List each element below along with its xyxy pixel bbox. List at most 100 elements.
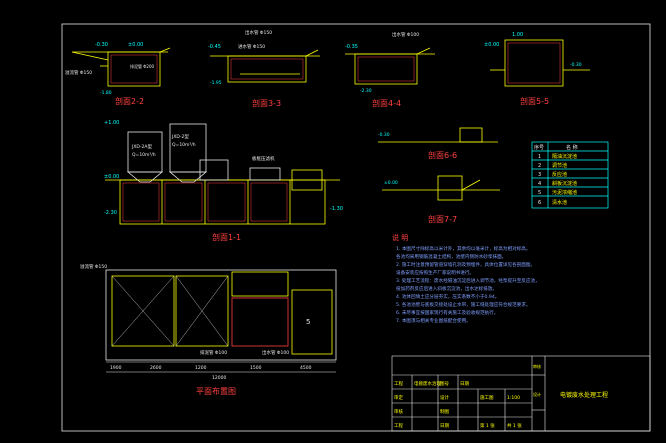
section-7-7 — [382, 175, 500, 201]
legend-item-4: 斜板沉淀池 — [552, 180, 577, 187]
elev-1-1-a: +1.00 — [104, 120, 119, 126]
pipe-label-2-2b: 排泥管 Φ200 — [130, 63, 155, 69]
label-section-1-1: 剖面1-1 — [212, 232, 241, 242]
label-section-2-2: 剖面2-2 — [115, 96, 144, 106]
elev-2-2-a: -0.30 — [95, 42, 108, 48]
label-section-6-6: 剖面6-6 — [428, 150, 457, 160]
elev-2-2-b: ±0.00 — [128, 42, 143, 48]
tb-r3-c1: 审核 — [394, 408, 403, 415]
label-plan: 平面布置图 — [196, 386, 236, 396]
drawing-frame — [61, 23, 651, 432]
legend-item-1: 隔油沉淀池 — [552, 153, 577, 160]
note-line: 2. 施工时注意预留管道穿墙孔洞及预埋件，具体位置详见各剖面图。 — [396, 261, 535, 268]
tb-scale: 1:100 — [507, 395, 520, 401]
tank2-label: JXD-2型 — [171, 133, 189, 140]
note-line: 7. 本图须与相关专业图纸配合使用。 — [396, 317, 471, 324]
dim-4: 1500 — [250, 365, 262, 371]
label-section-5-5: 剖面5-5 — [520, 96, 549, 106]
dim-1: 1900 — [110, 365, 122, 371]
note-line: 4. 池体回填土应分层夯实，压实系数不小于0.94。 — [396, 293, 499, 300]
tb-label-a: 审核 — [533, 363, 541, 369]
tb-r3-c3: 制图 — [440, 408, 449, 415]
label-section-4-4: 剖面4-4 — [372, 98, 401, 108]
plan-pipe-label-c: 出水管 Φ100 — [262, 349, 289, 356]
pipe-label-3-3b: 进水管 Φ150 — [238, 43, 265, 50]
legend-no-1: 1 — [538, 154, 541, 160]
plan-layout — [105, 269, 337, 373]
legend-item-2: 调节池 — [552, 162, 567, 169]
tb-r1-c3: 图号 — [440, 381, 449, 387]
section-6-6 — [378, 127, 498, 143]
elev-3-3-b: -1.95 — [210, 80, 222, 86]
tb-total: 共 1 张 — [507, 422, 522, 429]
elev-1-1-c: -2.30 — [104, 210, 117, 216]
section-5-5 — [490, 39, 590, 87]
plan-pipe-label-a: 溢流管 Φ150 — [80, 263, 107, 270]
elev-7-7: ±0.00 — [384, 180, 398, 186]
tb-r1-c5: 日期 — [460, 381, 469, 387]
legend-no-2: 2 — [538, 163, 541, 169]
elev-4-4-a: -0.35 — [345, 44, 358, 50]
elev-1-1-d: -1.30 — [330, 206, 343, 212]
legend-item-3: 反应池 — [552, 171, 567, 178]
tb-r1-c1: 工程 — [394, 380, 403, 387]
notes-title: 说 明 — [392, 233, 408, 242]
note-line: 6. 未尽事宜按国家现行有关施工及验收规范执行。 — [396, 309, 498, 316]
elev-4-4-b: -2.30 — [360, 88, 372, 94]
dim-2: 2600 — [150, 365, 162, 371]
note-line: 设备安装应按照生产厂家说明书进行。 — [396, 269, 474, 276]
section-2-2 — [71, 47, 171, 87]
elev-5-5-b: ±0.00 — [484, 42, 499, 48]
legend-no-5: 5 — [538, 190, 541, 196]
tank1-cap: Q=10m³/h — [132, 152, 156, 158]
tb-stage: 施工图 — [480, 394, 494, 401]
pipe-label-4-4: 出水管 Φ100 — [392, 31, 419, 38]
legend-no-3: 3 — [538, 172, 541, 178]
plan-pipe-label-b: 排泥管 Φ100 — [200, 349, 227, 356]
note-line: 投加药剂反应后进入斜板沉淀池，出水达标排放。 — [396, 285, 497, 292]
notes-block: 1. 本图尺寸除标高以米计外，其余均以毫米计，标高为相对标高。 各池均采用钢筋混… — [396, 245, 540, 324]
tb-r2-c1: 审定 — [394, 394, 403, 401]
tb-label-b: 设计 — [533, 391, 541, 397]
dim-3: 1200 — [195, 365, 207, 371]
plan-tank-5: 5 — [306, 318, 310, 326]
legend-item-5: 污泥浓缩池 — [552, 189, 577, 196]
legend-table — [531, 141, 609, 209]
tb-r4-c1: 工程 — [394, 422, 403, 429]
pipe-label-2-2: 溢流管 Φ150 — [65, 69, 92, 76]
tb-sheet: 第 1 张 — [480, 422, 495, 429]
legend-header-no: 序号 — [534, 144, 544, 151]
elev-3-3-a: -0.45 — [208, 44, 221, 50]
legend-header-name: 名 称 — [566, 144, 578, 151]
tb-project-name: 电镀废水处理工程 — [560, 391, 608, 399]
elev-6-6: -0.30 — [378, 132, 390, 138]
note-line: 1. 本图尺寸除标高以米计外，其余均以毫米计，标高为相对标高。 — [396, 245, 530, 252]
tb-r2-c3: 设计 — [440, 394, 449, 401]
tank1-label: JXD-2A型 — [131, 143, 152, 150]
legend-item-6: 清水池 — [552, 199, 567, 206]
dim-total: 12000 — [212, 375, 226, 381]
label-section-3-3: 剖面3-3 — [252, 98, 281, 108]
filter-press-label: 板框压滤机 — [252, 155, 275, 162]
elev-5-5-c: -0.30 — [570, 62, 582, 68]
pipe-label-3-3a: 出水管 Φ150 — [245, 29, 272, 36]
legend-no-6: 6 — [538, 200, 541, 206]
label-section-7-7: 剖面7-7 — [428, 214, 457, 224]
elev-2-2-c: -1.80 — [100, 90, 112, 96]
section-4-4 — [345, 47, 435, 85]
note-line: 5. 各池池壁与底板交接处设止水带，施工缝处理应符合规范要求。 — [396, 301, 530, 308]
title-block — [391, 355, 651, 432]
dim-5: 4500 — [300, 365, 312, 371]
tb-r4-c3: 日期 — [440, 423, 449, 429]
section-3-3 — [210, 49, 320, 83]
legend-no-4: 4 — [538, 181, 541, 187]
tb-r1-c2: 电镀废水治理 — [414, 380, 441, 387]
elev-5-5-a: 1.00 — [512, 32, 523, 38]
tank2-cap: Q=10m³/h — [172, 142, 196, 148]
section-1-1 — [105, 123, 340, 225]
elev-1-1-b: ±0.00 — [104, 174, 119, 180]
note-line: 3. 处理工艺流程：废水经隔油沉淀后进入调节池，经泵提升至反应池， — [396, 277, 540, 284]
note-line: 各池均采用钢筋混凝土结构，池壁内侧防水砂浆抹面。 — [396, 253, 506, 260]
